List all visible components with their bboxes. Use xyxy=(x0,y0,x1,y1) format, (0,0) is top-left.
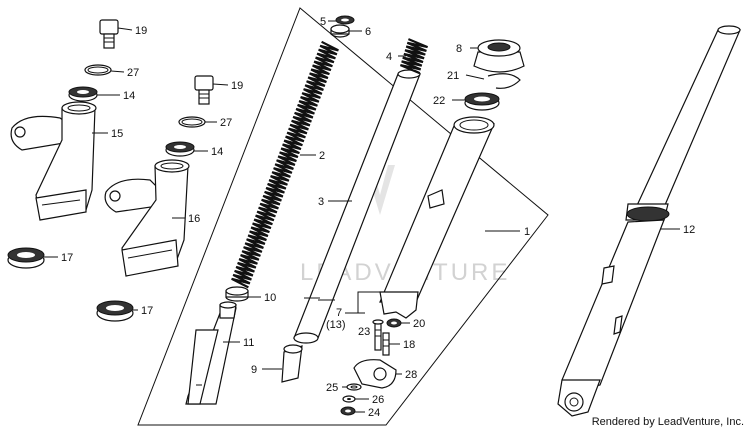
part-14-bushing-upper xyxy=(68,86,98,102)
leader-19a xyxy=(117,27,133,31)
callout-24: 24 xyxy=(368,407,380,419)
part-15-fork-bracket xyxy=(10,101,97,221)
callout-18: 18 xyxy=(403,339,415,351)
callout-8: 8 xyxy=(456,43,462,55)
callout-20: 20 xyxy=(413,318,425,330)
part-10-spring-seat xyxy=(225,286,249,302)
part-14-bushing-lower xyxy=(165,141,195,157)
callout-16: 16 xyxy=(188,213,200,225)
callout-22: 22 xyxy=(433,95,445,107)
part-17-dust-seal-upper xyxy=(7,247,45,269)
callout-2: 2 xyxy=(319,150,325,162)
callout-17: 17 xyxy=(141,305,153,317)
callout-11: 11 xyxy=(243,337,254,349)
leader-21 xyxy=(465,74,485,80)
part-23-socket-bolt xyxy=(372,319,384,351)
part-25-washer xyxy=(346,383,362,391)
callout-17: 17 xyxy=(61,252,73,264)
callout-13: (13) xyxy=(326,319,346,331)
callout-1: 1 xyxy=(524,226,530,238)
callout-28: 28 xyxy=(405,369,417,381)
callout-3: 3 xyxy=(318,196,324,208)
part-18-stud-bolt xyxy=(382,332,390,356)
callout-12: 12 xyxy=(683,224,695,236)
callout-5: 5 xyxy=(320,16,326,28)
part-6-cap-bolt xyxy=(330,24,350,38)
callout-27: 27 xyxy=(220,117,232,129)
callout-4: 4 xyxy=(386,51,392,63)
leader-7-upper xyxy=(345,291,396,314)
part-11-damper-rod xyxy=(185,301,237,405)
part-19-bolt-upper xyxy=(99,19,119,49)
part-19-bolt-lower xyxy=(194,75,214,105)
part-4-rebound-spring xyxy=(399,38,429,75)
callout-9: 9 xyxy=(251,364,257,376)
callout-14: 14 xyxy=(211,146,223,158)
part-26-spring-washer xyxy=(342,395,356,403)
part-21-snap-ring xyxy=(487,73,521,89)
callout-15: 15 xyxy=(111,128,123,140)
part-17-dust-seal-lower xyxy=(96,300,134,322)
render-credit: Rendered by LeadVenture, Inc. xyxy=(592,416,744,428)
part-9-oil-lock-piece xyxy=(281,344,303,383)
part-3-fork-tube xyxy=(293,69,421,344)
callout-27: 27 xyxy=(127,67,139,79)
part-2-fork-spring xyxy=(231,40,339,289)
callout-21: 21 xyxy=(447,70,459,82)
part-16-fork-bracket xyxy=(104,159,190,277)
callout-26: 26 xyxy=(372,394,384,406)
callout-10: 10 xyxy=(264,292,276,304)
part-20-washer xyxy=(386,318,402,328)
callout-6: 6 xyxy=(365,26,371,38)
callout-23: 23 xyxy=(358,326,370,338)
part-28-axle-holder xyxy=(353,359,397,389)
callout-7: 7 xyxy=(336,307,342,319)
callout-19: 19 xyxy=(135,25,147,37)
part-22-oil-seal xyxy=(464,92,500,111)
part-12-fork-assembly xyxy=(557,25,741,417)
part-8-dust-cap xyxy=(473,39,525,73)
leader-27a xyxy=(110,70,125,73)
part-24-nut xyxy=(340,406,356,416)
leader-19b xyxy=(212,83,229,86)
part-1-fork-slider xyxy=(379,116,495,319)
callout-14: 14 xyxy=(123,90,135,102)
callout-19: 19 xyxy=(231,80,243,92)
callout-25: 25 xyxy=(326,382,338,394)
